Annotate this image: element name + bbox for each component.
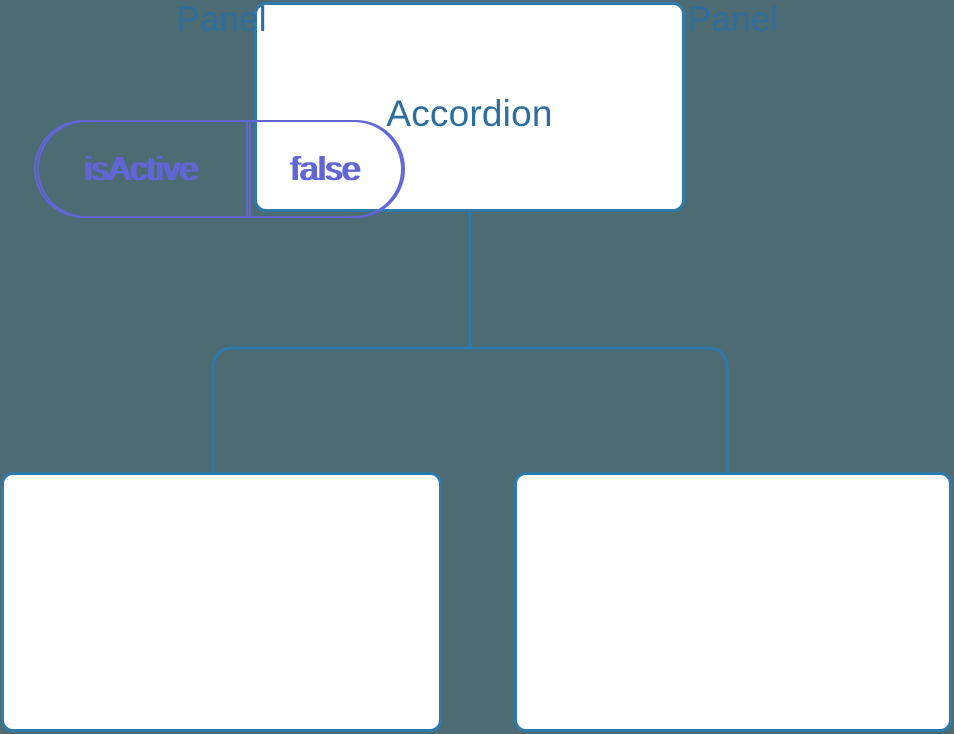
node-accordion[interactable]: Accordion	[254, 2, 685, 212]
state-key-panel-0: isActive	[39, 122, 251, 216]
node-panel-1[interactable]	[514, 472, 952, 732]
node-panel-1-title: Panel	[687, 0, 779, 39]
node-accordion-title: Accordion	[386, 93, 553, 134]
state-pill-panel-1[interactable]: isActive false	[34, 120, 403, 218]
node-panel-0[interactable]	[1, 472, 442, 732]
node-panel-0-title: Panel	[176, 0, 267, 39]
connector-branch-left	[211, 346, 470, 474]
connector-branch-right	[470, 346, 729, 474]
state-value-panel-0: false	[292, 150, 362, 187]
state-value-panel-1: false	[289, 150, 360, 187]
state-key-panel-1: isActive	[36, 122, 248, 216]
